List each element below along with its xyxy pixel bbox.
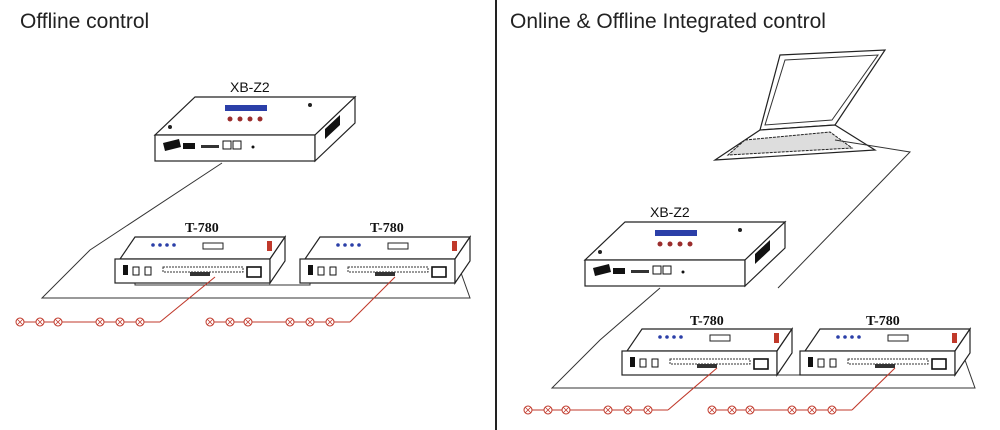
right-controller-icon [584,221,786,287]
left-receiver-2-icon [299,236,471,284]
right-receiver-2-label: T-780 [866,314,900,329]
right-pixel-chain-2 [707,367,896,415]
left-data-cable [40,162,471,299]
right-receiver-1-label: T-780 [690,314,724,329]
left-receiver-1-icon [114,236,286,284]
right-panel-title: Online & Offline Integrated control [510,10,826,33]
laptop-icon [712,49,887,161]
right-data-cable [550,287,976,389]
right-receiver-2-icon [799,328,971,376]
left-controller-label: XB-Z2 [230,79,270,95]
right-receiver-1-icon [621,328,793,376]
right-laptop-cable [777,139,912,289]
left-receiver-2-label: T-780 [370,221,404,236]
panel-divider [495,0,497,430]
left-pixel-chain-1 [15,276,216,327]
right-pixel-chain-1 [523,367,718,415]
right-controller-label: XB-Z2 [650,204,690,220]
left-receiver-1-label: T-780 [185,221,219,236]
left-panel-title: Offline control [20,10,150,33]
left-controller-icon [154,96,356,162]
left-pixel-chain-2 [205,276,396,327]
